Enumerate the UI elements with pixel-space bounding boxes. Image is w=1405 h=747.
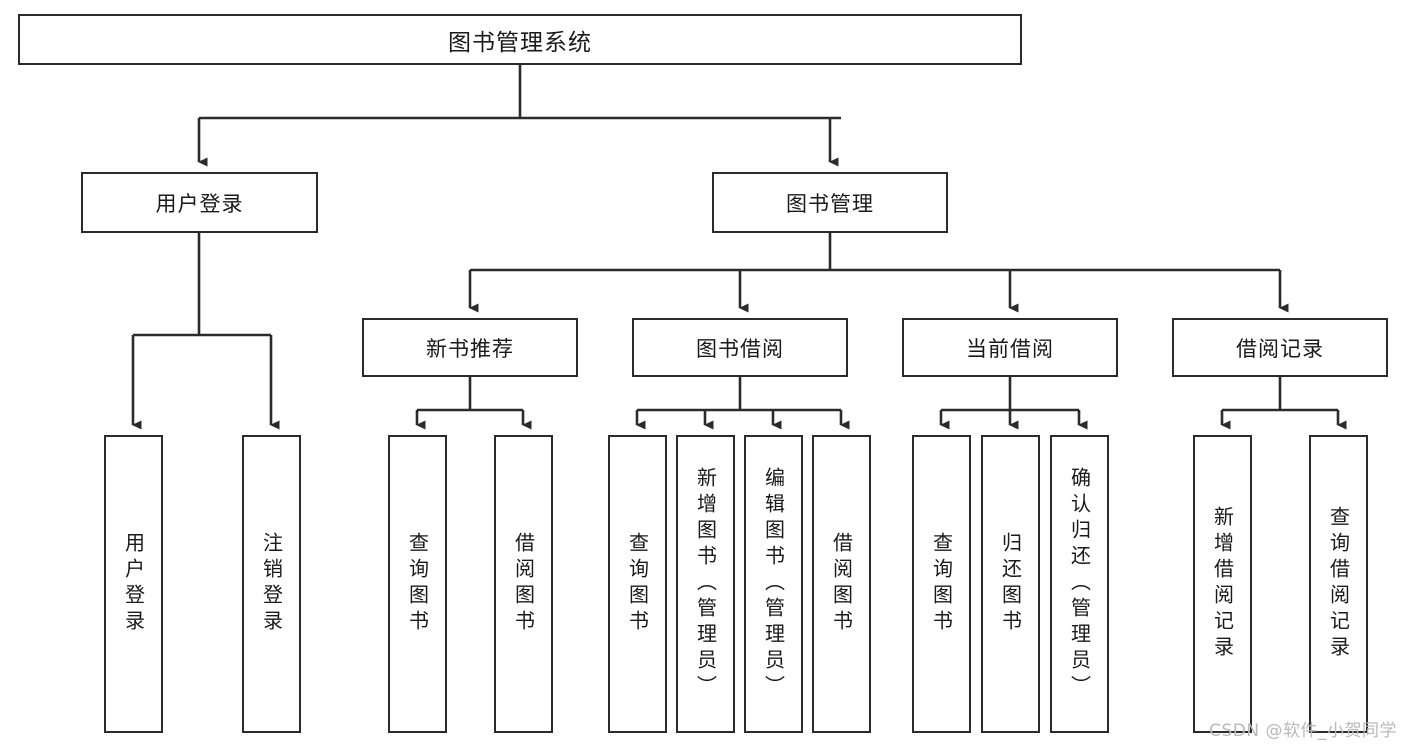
node-new-book-rec-label: 新书推荐 [426,336,514,361]
node-leaf-confirm-return-label: 确认归还（管理员） [1067,467,1092,701]
node-book-manage-label: 图书管理 [786,191,874,216]
node-leaf-return-book[interactable]: 归还图书 [981,435,1040,733]
node-leaf-query-book-2[interactable]: 查询图书 [608,435,667,733]
leaf-inner: 查询借阅记录 [1311,437,1366,731]
node-leaf-confirm-return[interactable]: 确认归还（管理员） [1050,435,1109,733]
node-leaf-logout-login[interactable]: 注销登录 [242,435,301,733]
node-root-label: 图书管理系统 [448,29,592,56]
leaf-inner: 新增借阅记录 [1195,437,1250,731]
node-root[interactable]: 图书管理系统 [18,14,1022,65]
node-leaf-query-book-1-label: 查询图书 [405,532,430,636]
leaf-inner: 借阅图书 [496,437,551,731]
node-leaf-borrow-book-1[interactable]: 借阅图书 [494,435,553,733]
node-leaf-logout-login-label: 注销登录 [259,532,284,636]
leaf-inner: 借阅图书 [814,437,869,731]
leaf-inner: 查询图书 [390,437,445,731]
leaf-inner: 编辑图书（管理员） [746,437,801,731]
leaf-inner: 新增图书（管理员） [678,437,733,731]
node-leaf-edit-book[interactable]: 编辑图书（管理员） [744,435,803,733]
node-leaf-return-book-label: 归还图书 [998,532,1023,636]
node-leaf-query-record[interactable]: 查询借阅记录 [1309,435,1368,733]
node-current-borrow-label: 当前借阅 [966,336,1054,361]
node-borrow-record[interactable]: 借阅记录 [1172,318,1388,377]
node-leaf-query-book-3[interactable]: 查询图书 [912,435,971,733]
node-leaf-user-login[interactable]: 用户登录 [104,435,163,733]
node-current-borrow[interactable]: 当前借阅 [902,318,1118,377]
node-leaf-borrow-book-2-label: 借阅图书 [829,532,854,636]
node-book-borrow-label: 图书借阅 [696,336,784,361]
leaf-inner: 用户登录 [106,437,161,731]
leaf-inner: 查询图书 [914,437,969,731]
node-leaf-query-record-label: 查询借阅记录 [1326,506,1351,662]
leaf-inner: 归还图书 [983,437,1038,731]
leaf-inner: 确认归还（管理员） [1052,437,1107,731]
node-leaf-add-book[interactable]: 新增图书（管理员） [676,435,735,733]
node-leaf-add-record[interactable]: 新增借阅记录 [1193,435,1252,733]
node-leaf-borrow-book-1-label: 借阅图书 [511,532,536,636]
node-user-login-label: 用户登录 [155,191,244,216]
node-borrow-record-label: 借阅记录 [1236,336,1324,361]
csdn-watermark: CSDN @软件_小贺同学 [1209,721,1397,741]
node-leaf-query-book-1[interactable]: 查询图书 [388,435,447,733]
node-leaf-add-book-label: 新增图书（管理员） [693,467,718,701]
node-leaf-query-book-3-label: 查询图书 [929,532,954,636]
node-leaf-borrow-book-2[interactable]: 借阅图书 [812,435,871,733]
node-new-book-rec[interactable]: 新书推荐 [362,318,578,377]
leaf-inner: 注销登录 [244,437,299,731]
node-leaf-query-book-2-label: 查询图书 [625,532,650,636]
node-book-manage[interactable]: 图书管理 [712,172,948,233]
node-leaf-user-login-label: 用户登录 [121,532,146,636]
leaf-inner: 查询图书 [610,437,665,731]
node-leaf-edit-book-label: 编辑图书（管理员） [761,467,786,701]
node-user-login[interactable]: 用户登录 [81,172,318,233]
node-leaf-add-record-label: 新增借阅记录 [1210,506,1235,662]
node-book-borrow[interactable]: 图书借阅 [632,318,848,377]
